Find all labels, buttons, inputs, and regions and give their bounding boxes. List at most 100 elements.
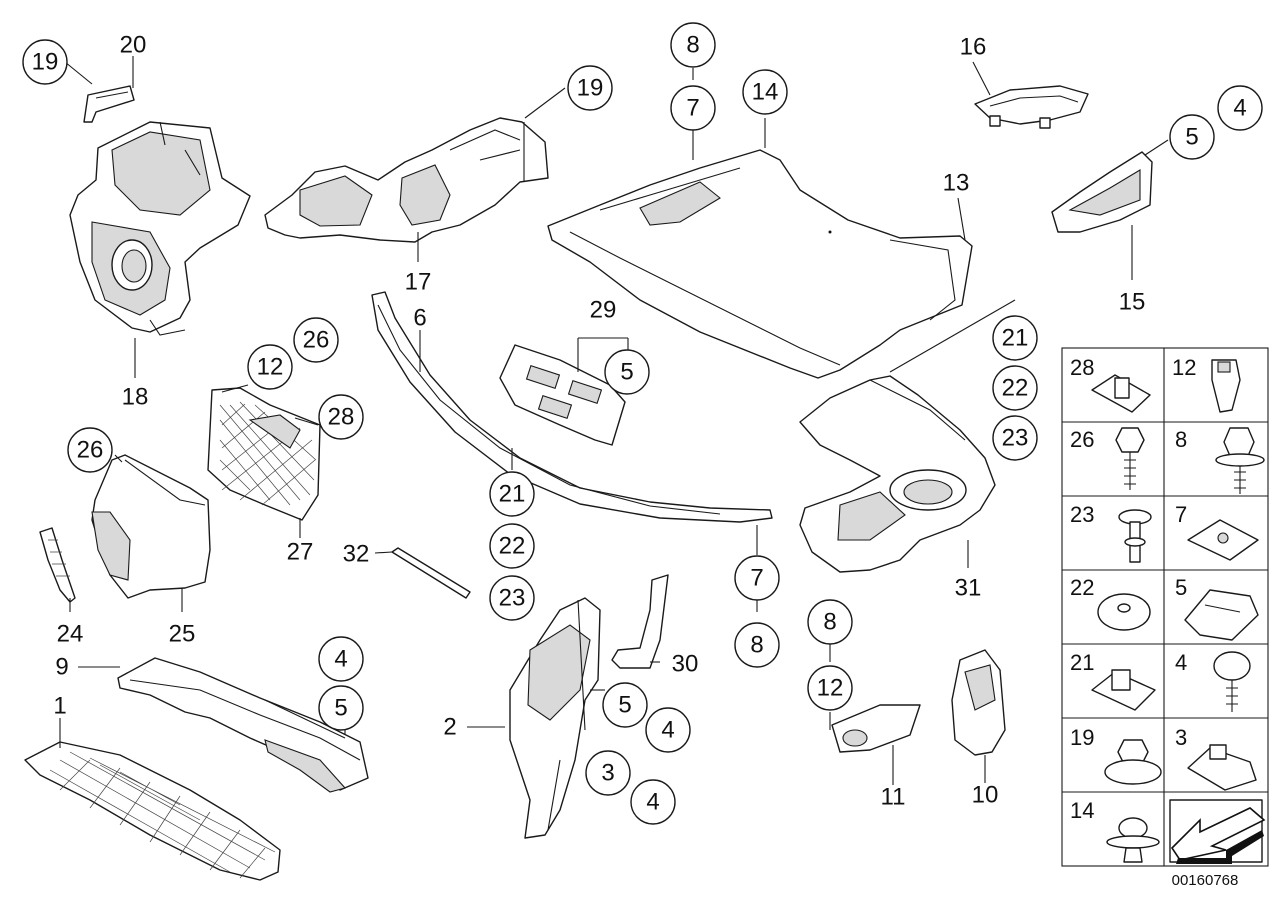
callout-number: 4 (661, 717, 674, 744)
callout-number: 27 (287, 539, 314, 566)
callout-c14: 14 (742, 69, 788, 115)
callout-number: 26 (77, 437, 104, 464)
callout-number: 8 (686, 32, 699, 59)
callout-number: 30 (672, 651, 699, 678)
callout-number: 6 (413, 305, 426, 332)
table-num-21: 21 (1070, 650, 1094, 675)
callout-circle (630, 779, 676, 825)
callout-c8a: 8 (670, 22, 716, 68)
table-num-14: 14 (1070, 798, 1094, 823)
callout-c4b: 4 (318, 636, 364, 682)
callout-number: 13 (943, 170, 970, 197)
callout-number: 3 (601, 760, 614, 787)
callout-circle (489, 471, 535, 517)
table-num-26: 26 (1070, 427, 1094, 452)
callout-c31: 31 (955, 575, 982, 602)
part-25-duct (91, 454, 211, 599)
callout-circle (1217, 85, 1263, 131)
callout-c5c: 5 (318, 685, 364, 731)
callout-circle (604, 349, 650, 395)
callout-c21a: 21 (489, 471, 535, 517)
callout-c22b: 22 (992, 365, 1038, 411)
callout-c2: 2 (443, 714, 456, 741)
callout-number: 1 (53, 693, 66, 720)
callout-number: 12 (257, 354, 284, 381)
callout-c5d: 5 (602, 682, 648, 728)
callout-number: 11 (881, 784, 906, 811)
table-num-3: 3 (1175, 725, 1187, 750)
callout-c32: 32 (343, 541, 370, 568)
callout-number: 14 (752, 79, 779, 106)
callout-c7b: 7 (734, 555, 780, 601)
callout-c5a: 5 (1169, 114, 1215, 160)
part-32-rod (391, 547, 471, 599)
callout-c4d: 4 (630, 779, 676, 825)
callout-number: 4 (646, 789, 659, 816)
callout-c7a: 7 (670, 85, 716, 131)
callout-circle (293, 317, 339, 363)
callout-circle (602, 682, 648, 728)
part-18-air-duct (69, 121, 251, 336)
callout-c25: 25 (169, 621, 196, 648)
callout-circle (670, 22, 716, 68)
callout-c15: 15 (1119, 289, 1146, 316)
table-num-28: 28 (1070, 355, 1094, 380)
fastener-4-icon (1213, 651, 1251, 712)
callout-c30: 30 (672, 651, 699, 678)
callout-c21b: 21 (992, 315, 1038, 361)
callout-number: 5 (334, 695, 347, 722)
document-id: 00160768 (1172, 872, 1239, 889)
part-15-bracket (1051, 151, 1153, 233)
callout-circle (318, 394, 364, 440)
callout-c8c: 8 (807, 599, 853, 645)
callout-circle (992, 365, 1038, 411)
part-9-rail (117, 657, 369, 793)
callout-c27: 27 (287, 539, 314, 566)
part-16-bracket (974, 85, 1089, 129)
callout-number: 23 (1002, 425, 1029, 452)
callout-circle (645, 707, 691, 753)
fastener-12-icon (1211, 359, 1241, 413)
callout-number: 24 (57, 621, 84, 648)
callout-c19b: 19 (567, 65, 613, 111)
callout-number: 7 (750, 565, 763, 592)
table-num-12: 12 (1172, 355, 1196, 380)
table-num-4: 4 (1175, 650, 1187, 675)
callout-c13: 13 (943, 170, 970, 197)
fastener-19-icon (1104, 739, 1162, 785)
callout-number: 19 (32, 49, 59, 76)
callout-c20: 20 (120, 32, 147, 59)
callout-c19a: 19 (22, 39, 68, 85)
table-num-8: 8 (1175, 427, 1187, 452)
callout-circle (807, 665, 853, 711)
callout-circle (22, 39, 68, 85)
callout-c8b: 8 (734, 622, 780, 668)
callout-number: 22 (499, 533, 526, 560)
callout-circle (992, 315, 1038, 361)
callout-c1: 1 (53, 693, 66, 720)
part-1-mesh-grille (24, 741, 281, 881)
callout-circle (734, 622, 780, 668)
part-31-tray (799, 375, 996, 573)
callout-circle (567, 65, 613, 111)
fastener-22-icon (1097, 593, 1151, 631)
part-11-bracket (831, 704, 921, 753)
callout-circle (992, 415, 1038, 461)
callout-c23b: 23 (992, 415, 1038, 461)
callout-number: 22 (1002, 375, 1029, 402)
callout-c17: 17 (405, 269, 432, 296)
callout-c29: 29 (590, 297, 617, 324)
callout-c3: 3 (585, 750, 631, 796)
callout-circle (318, 685, 364, 731)
callout-c16: 16 (960, 34, 987, 61)
callout-number: 21 (1002, 325, 1029, 352)
callout-circle (67, 427, 113, 473)
table-num-5: 5 (1175, 575, 1187, 600)
callout-number: 21 (499, 481, 526, 508)
callout-c18: 18 (122, 384, 149, 411)
table-num-19: 19 (1070, 725, 1094, 750)
fastener-28-icon (1091, 374, 1151, 413)
part-13-underbody-panel (547, 149, 973, 379)
callout-number: 28 (328, 404, 355, 431)
